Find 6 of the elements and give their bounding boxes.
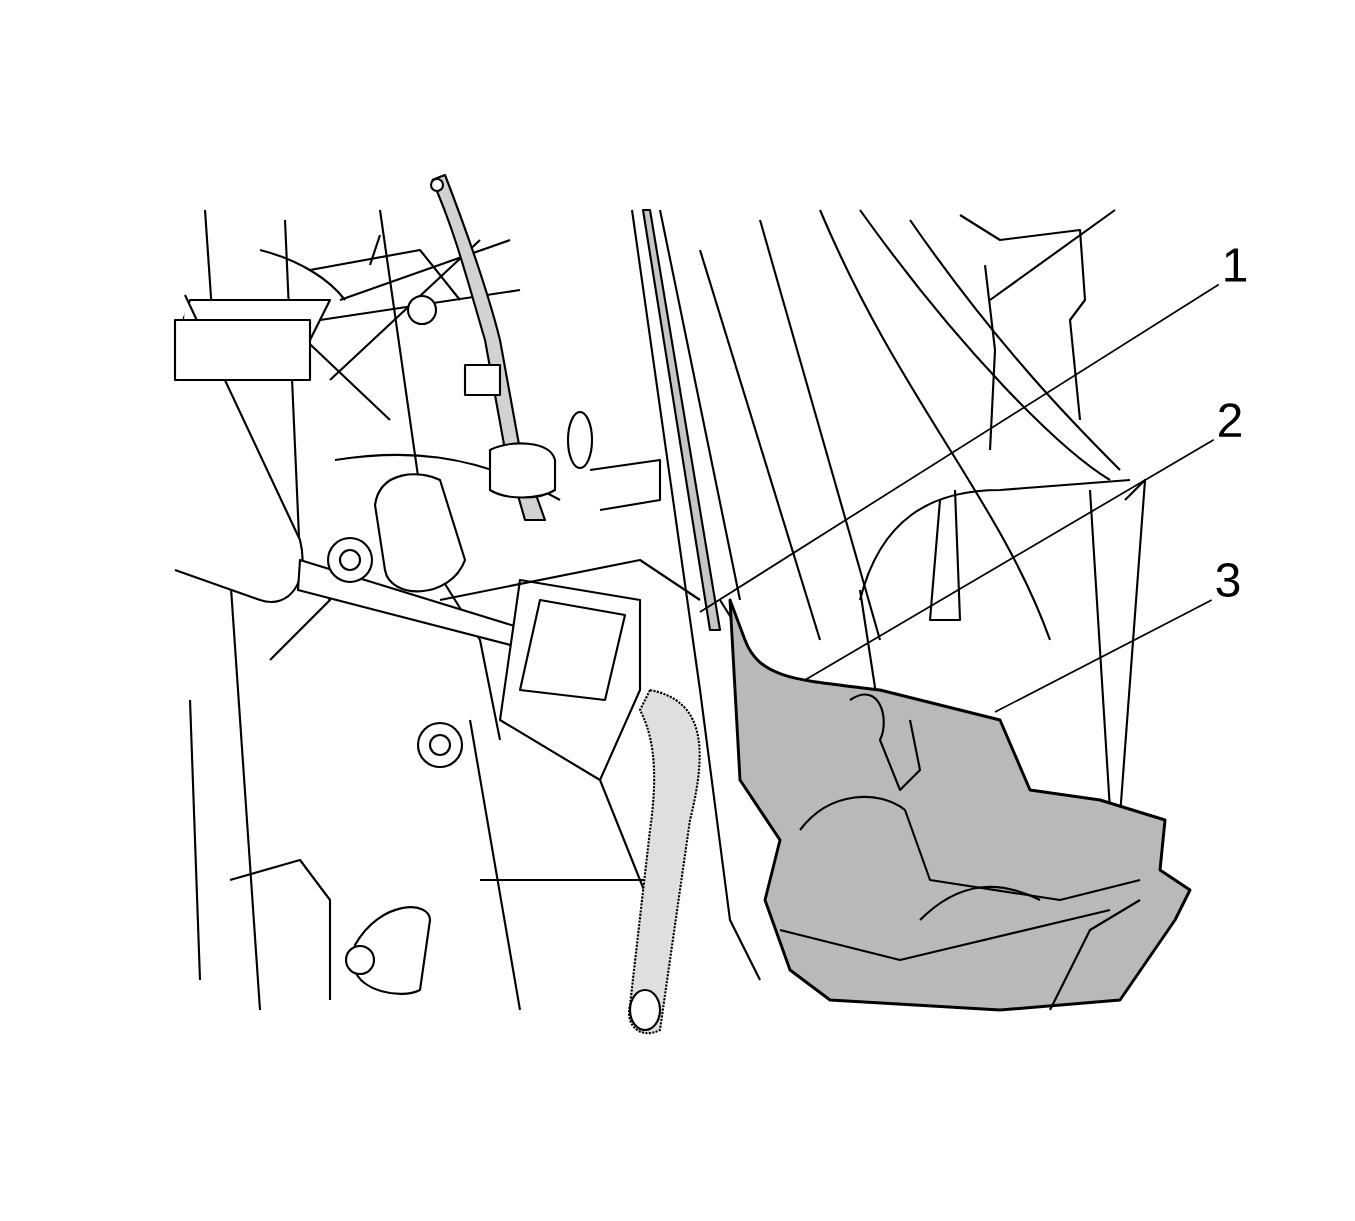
callout-number: 2 xyxy=(1219,403,1241,437)
callout-number: 1 xyxy=(1225,248,1246,282)
leader-line xyxy=(994,599,1213,713)
leader-line xyxy=(804,438,1215,681)
callout-number: 3 xyxy=(1216,563,1240,597)
leader-line xyxy=(699,283,1220,613)
